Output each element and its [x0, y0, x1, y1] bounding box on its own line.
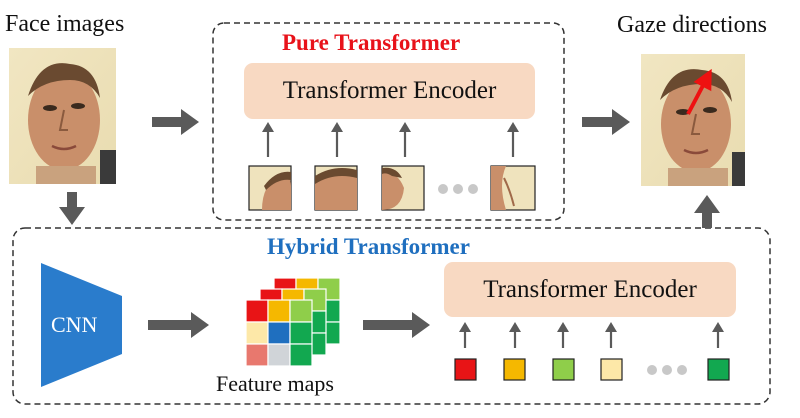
- gaze-directions-label: Gaze directions: [617, 12, 767, 38]
- arrow-cnn-to-features: [148, 312, 209, 338]
- patch-up-arrow: [262, 122, 274, 157]
- image-patch: [248, 165, 292, 211]
- token-up-arrow: [509, 322, 521, 348]
- hybrid-transformer-title: Hybrid Transformer: [267, 234, 470, 259]
- ellipsis-dots: [647, 365, 687, 375]
- patch-up-arrow: [507, 122, 519, 157]
- token-up-arrow: [557, 322, 569, 348]
- pure-transformer-encoder: Transformer Encoder: [244, 63, 535, 119]
- pure-encoder-label: Transformer Encoder: [282, 77, 497, 104]
- feature-token-cream: [600, 358, 623, 381]
- arrow-pure-to-gaze: [582, 109, 630, 135]
- image-patch: [314, 165, 358, 211]
- hybrid-transformer-frame: [12, 227, 771, 405]
- patch-up-arrow: [399, 122, 411, 157]
- image-patch: [490, 165, 536, 211]
- token-up-arrow: [459, 322, 471, 348]
- token-up-arrow: [712, 322, 724, 348]
- feature-token-dark-green: [707, 358, 730, 381]
- hybrid-transformer-encoder: Transformer Encoder: [444, 262, 736, 317]
- cnn-label: CNN: [51, 312, 98, 337]
- arrow-face-to-pure: [152, 109, 199, 135]
- arrow-hybrid-to-gaze: [694, 195, 720, 228]
- arrow-face-to-hybrid: [59, 192, 85, 225]
- pure-transformer-title: Pure Transformer: [282, 30, 461, 55]
- gaze-direction-arrow: [686, 68, 712, 115]
- face-image-input: [9, 48, 116, 184]
- token-up-arrow: [605, 322, 617, 348]
- image-patch: [381, 165, 425, 211]
- cnn-block: [41, 263, 122, 387]
- hybrid-encoder-label: Transformer Encoder: [483, 275, 697, 303]
- feature-token-light-green: [552, 358, 575, 381]
- arrow-features-to-encoder: [363, 312, 430, 338]
- ellipsis-dots: [438, 184, 478, 194]
- feature-maps-label: Feature maps: [216, 371, 334, 396]
- patch-up-arrow: [331, 122, 343, 157]
- feature-map-stack: [245, 277, 341, 367]
- pure-transformer-frame: [212, 22, 565, 221]
- face-images-label: Face images: [5, 11, 125, 37]
- feature-token-red: [454, 358, 477, 381]
- face-image-output: [641, 54, 745, 186]
- feature-token-orange: [503, 358, 526, 381]
